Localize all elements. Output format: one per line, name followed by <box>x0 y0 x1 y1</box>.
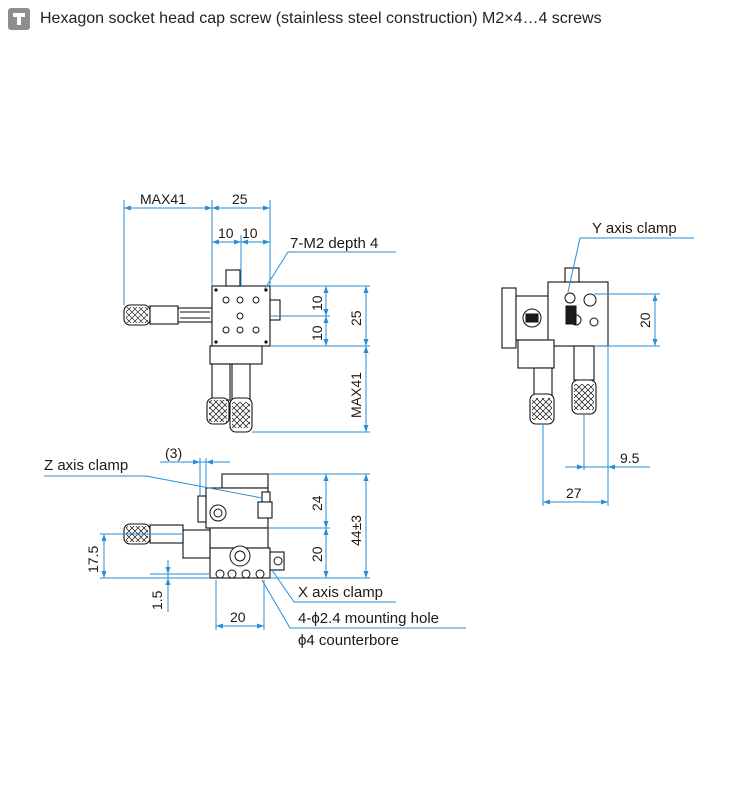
y-axis-clamp-label: Y axis clamp <box>592 220 677 237</box>
dim-44: 44±3 <box>348 515 364 546</box>
z-axis-clamp-label: Z axis clamp <box>44 457 128 474</box>
dim-max41-top: MAX41 <box>140 191 186 207</box>
dim-10-left: 10 <box>218 225 234 241</box>
dim-17-5: 17.5 <box>85 546 101 573</box>
top-view-dimensions <box>123 200 396 433</box>
front-view-dimensions <box>44 458 466 630</box>
dim-25-top: 25 <box>232 191 248 207</box>
header: Hexagon socket head cap screw (stainless… <box>8 8 602 30</box>
callout-labels: 7-M2 depth 4 Y axis clamp Z axis clamp X… <box>44 220 677 649</box>
dim-3-paren: (3) <box>165 445 182 461</box>
dim-9-5: 9.5 <box>620 450 640 466</box>
dim-10-right: 10 <box>242 225 258 241</box>
dim-1-5: 1.5 <box>149 590 165 610</box>
thread-note-label: 7-M2 depth 4 <box>290 235 378 252</box>
dim-20-right-view: 20 <box>637 312 653 328</box>
dim-10-side-top: 10 <box>309 295 325 311</box>
side-view-dimensions <box>542 237 694 506</box>
dim-20-front: 20 <box>309 546 325 562</box>
dim-20-bottom: 20 <box>230 609 246 625</box>
screw-caption: Hexagon socket head cap screw (stainless… <box>40 10 602 27</box>
front-view <box>123 473 285 579</box>
dimension-texts: MAX41 25 10 10 10 10 25 MAX41 20 9.5 27 … <box>85 191 653 625</box>
screw-icon <box>8 8 30 30</box>
side-view <box>501 267 609 425</box>
dim-27: 27 <box>566 485 582 501</box>
mounting-hole-label: 4-ϕ2.4 mounting hole <box>298 610 439 627</box>
x-axis-clamp-label: X axis clamp <box>298 584 383 601</box>
top-view <box>123 269 281 433</box>
dim-25-side: 25 <box>348 310 364 326</box>
dim-max41-side: MAX41 <box>348 372 364 418</box>
counterbore-label: ϕ4 counterbore <box>298 632 399 649</box>
dim-24: 24 <box>309 495 325 511</box>
dim-10-side-bottom: 10 <box>309 325 325 341</box>
